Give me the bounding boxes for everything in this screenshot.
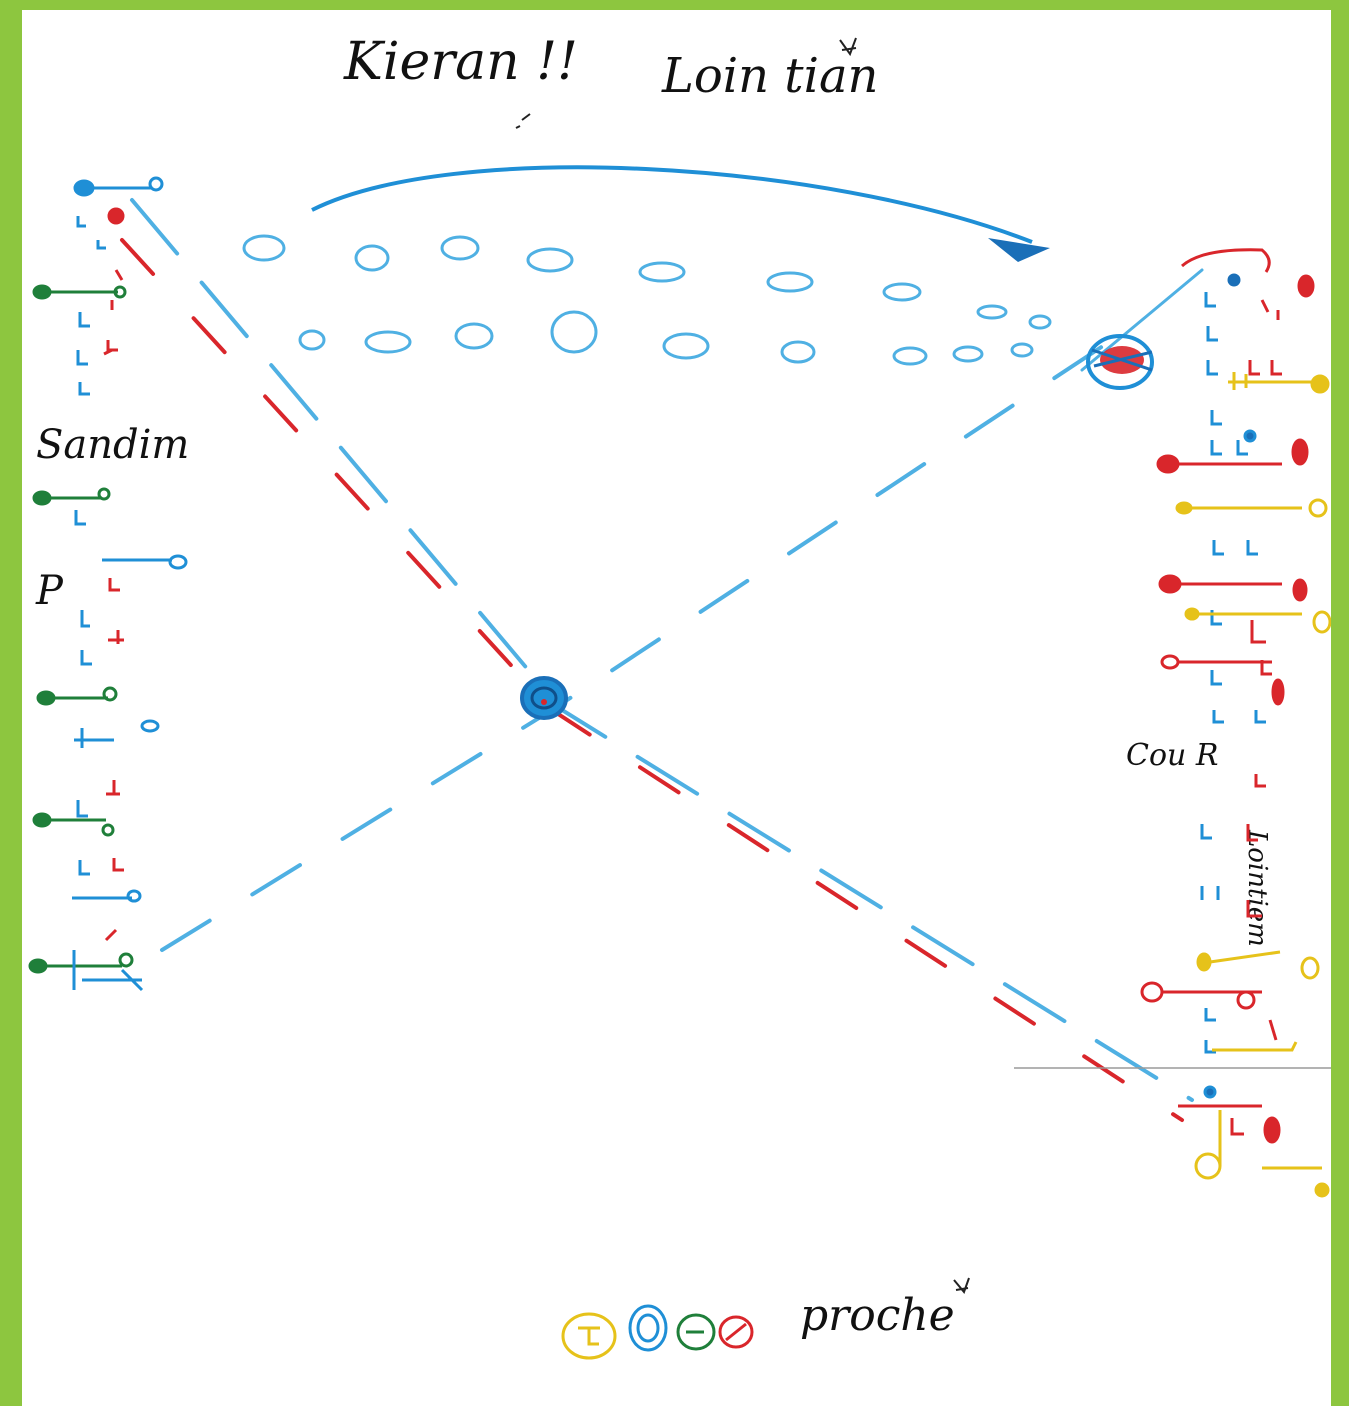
pass-arrow (312, 167, 1050, 262)
legend-symbols (563, 1306, 752, 1358)
ball-center (522, 678, 566, 718)
left-team (30, 178, 186, 990)
sketch-canvas (22, 10, 1331, 1406)
drawing-sheet: Kieran !! Loin tian Sandim P Cou R Loint… (22, 10, 1331, 1406)
diagonal-lines (122, 200, 1202, 1120)
footprint-rows (244, 236, 1050, 364)
right-team (1142, 250, 1330, 1196)
star-marks (516, 38, 969, 1292)
ball-target (1088, 336, 1152, 388)
